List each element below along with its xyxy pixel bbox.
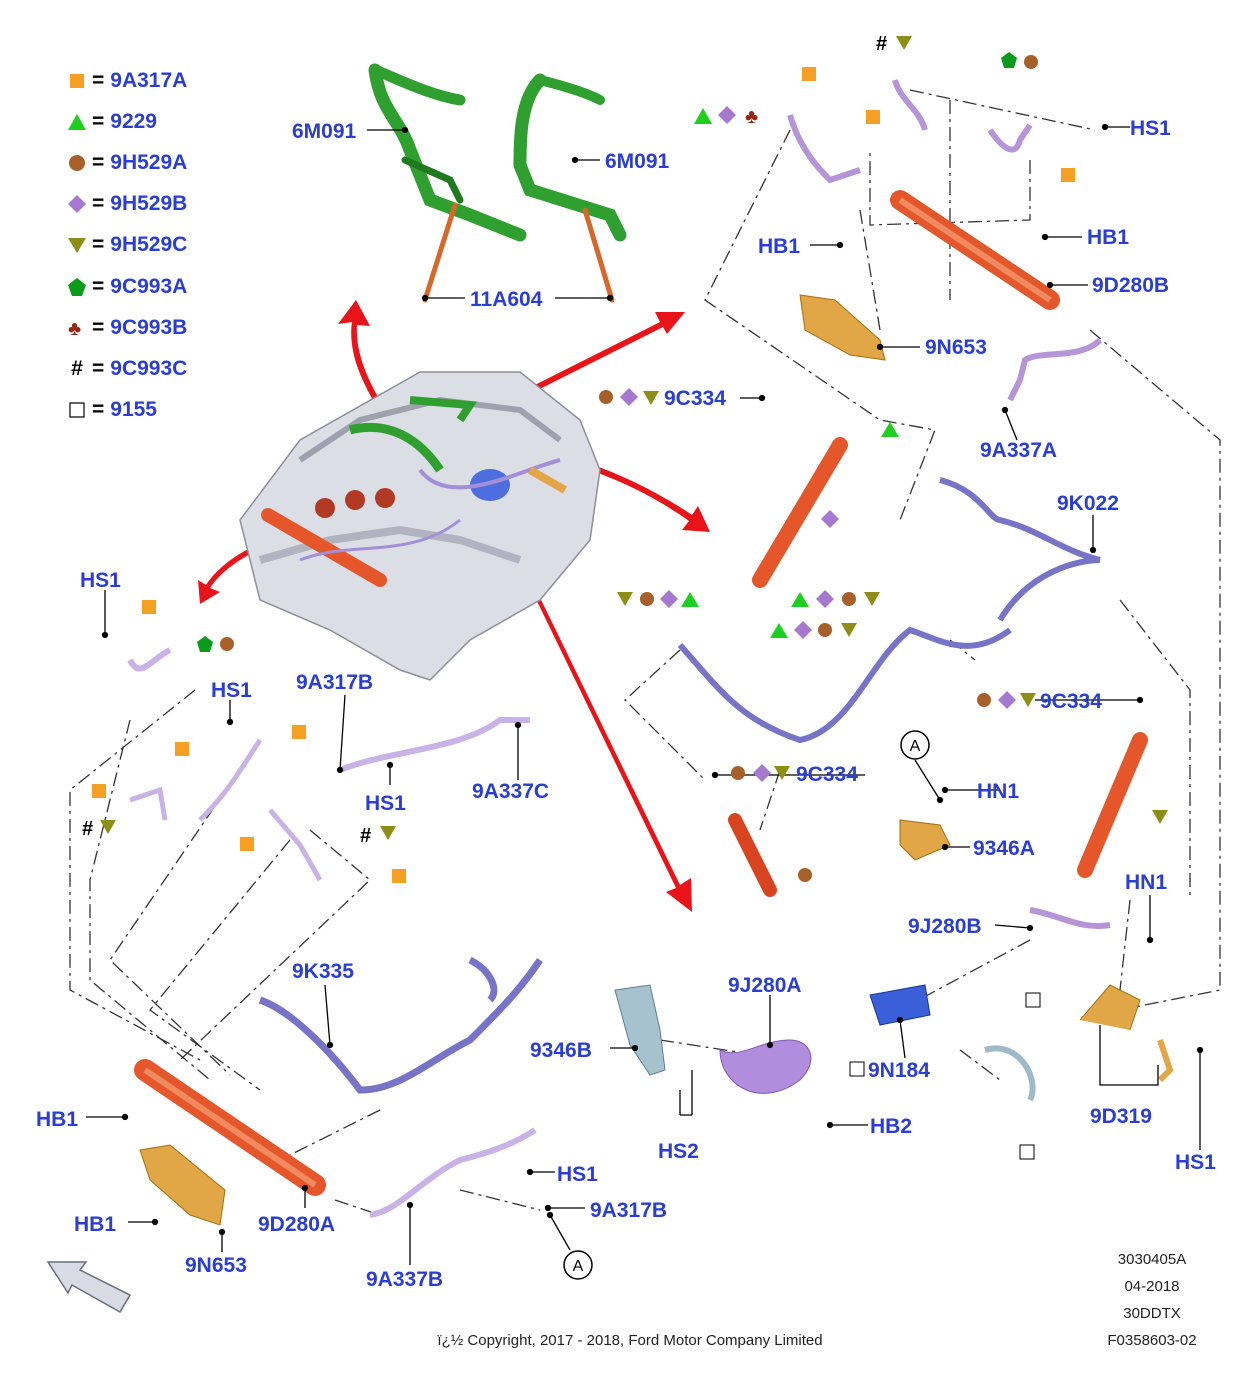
label-hs1-right: HS1 [1175,1151,1216,1174]
label-hb1-top-right: HB1 [1087,226,1129,249]
label-9n184: 9N184 [868,1059,930,1082]
label-9a317b-bottom: 9A317B [590,1199,667,1222]
copyright: ï¿½ Copyright, 2017 - 2018, Ford Motor C… [437,1332,823,1349]
label-9c334-top: 9C334 [664,387,726,410]
label-9d280a: 9D280A [258,1213,335,1236]
label-9d280b: 9D280B [1092,274,1169,297]
label-9a337b: 9A337B [366,1268,443,1291]
doc-id: 3030405A [1117,1251,1187,1268]
reference-circles: A A [563,730,930,1280]
label-hn1-mid: HN1 [977,780,1019,803]
label-hs1-top: HS1 [1130,117,1171,140]
hash-marks: # # # [82,33,887,847]
upper-fuel-rail-group [677,79,1148,897]
routing-lines [69,89,1221,1216]
svg-text:♣: ♣ [745,106,758,128]
legend-code: 9H529B [110,192,188,216]
legend-row-9c993c: #=9C993C [66,348,266,389]
fuel-filter-group [614,907,1174,1102]
glow-plug-harness [368,63,627,303]
legend-row-9155: =9155 [66,390,266,431]
square-orange-icon [66,70,88,92]
legend-row-9h529a: =9H529A [66,142,266,183]
leader-lines [86,123,1204,1265]
label-9k335: 9K335 [292,960,354,983]
label-6m091-right: 6M091 [605,150,670,173]
symbol-badges: ♣ [92,36,1168,1160]
legend: =9A317A=9229=9H529A=9H529B=9H529C=9C993A… [66,60,266,431]
svg-text:#: # [876,33,887,55]
label-hb1-bottom-left2: HB1 [74,1213,116,1236]
label-9c334-mid: 9C334 [796,763,858,786]
label-hn1-right: HN1 [1125,871,1167,894]
front-direction-arrow-icon [46,1261,132,1314]
legend-code: 9C993B [110,315,188,339]
label-hs1-left3: HS1 [365,792,406,815]
label-hs1-left2: HS1 [211,679,252,702]
engine-assembly [239,371,601,681]
label-9j280a: 9J280A [728,974,802,997]
hash-black-icon: # [71,356,83,380]
label-9346a: 9346A [973,837,1035,860]
legend-code: 9C993A [110,274,188,298]
ref-a-mid: A [910,738,921,755]
label-9a337a: 9A337A [980,439,1057,462]
legend-code: 9155 [110,398,157,422]
legend-row-9h529c: =9H529C [66,225,266,266]
label-9a337c: 9A337C [472,780,549,803]
legend-row-9h529b: =9H529B [66,184,266,225]
svg-text:♣: ♣ [68,318,81,338]
ref-a-bottom: A [573,1258,584,1275]
doc-date: 04-2018 [1124,1278,1180,1295]
svg-text:#: # [82,818,93,840]
label-hb1-bottom-left: HB1 [36,1108,78,1131]
label-hs2: HS2 [658,1140,699,1163]
legend-row-9a317a: =9A317A [66,60,266,101]
label-9a317b-top: 9A317B [296,671,373,694]
label-hb2: HB2 [870,1115,912,1138]
legend-row-9c993a: =9C993A [66,266,266,307]
legend-code: 9C993C [110,356,188,380]
legend-row-9229: =9229 [66,101,266,142]
legend-code: 9H529A [110,150,188,174]
label-hs1-bottom: HS1 [557,1163,598,1186]
legend-code: 9H529C [110,233,188,257]
label-9n653-bottom: 9N653 [185,1254,247,1277]
label-11a604: 11A604 [470,288,543,311]
pentagon-green-icon [66,276,88,298]
club-red-icon: ♣ [66,317,88,339]
diamond-purple-icon [66,193,88,215]
svg-text:#: # [360,825,371,847]
label-9k022: 9K022 [1057,492,1119,515]
figure-id: F0358603-02 [1107,1332,1197,1349]
label-9c334-right: 9C334 [1040,690,1102,713]
square-outline-icon [66,399,88,421]
label-9d319: 9D319 [1090,1105,1152,1128]
circle-brown-icon [66,152,88,174]
label-6m091-left: 6M091 [292,120,357,143]
label-hb1-top-left: HB1 [758,235,800,258]
label-9j280b: 9J280B [908,915,982,938]
label-9n653-top: 9N653 [925,336,987,359]
label-9346b: 9346B [530,1039,592,1062]
legend-code: 9229 [110,109,157,133]
legend-row-9c993b: ♣=9C993B [66,315,188,339]
triangle-down-olive-icon [66,234,88,256]
label-hs1-left: HS1 [80,569,121,592]
engine-code: 30DDTX [1123,1305,1181,1322]
triangle-green-icon [66,111,88,133]
lower-fuel-rail-group [127,647,543,1226]
callout-labels: 6M091 6M091 11A604 HS1 HB1 HB1 9D280B 9N… [36,117,1216,1291]
legend-code: 9A317A [110,68,188,92]
